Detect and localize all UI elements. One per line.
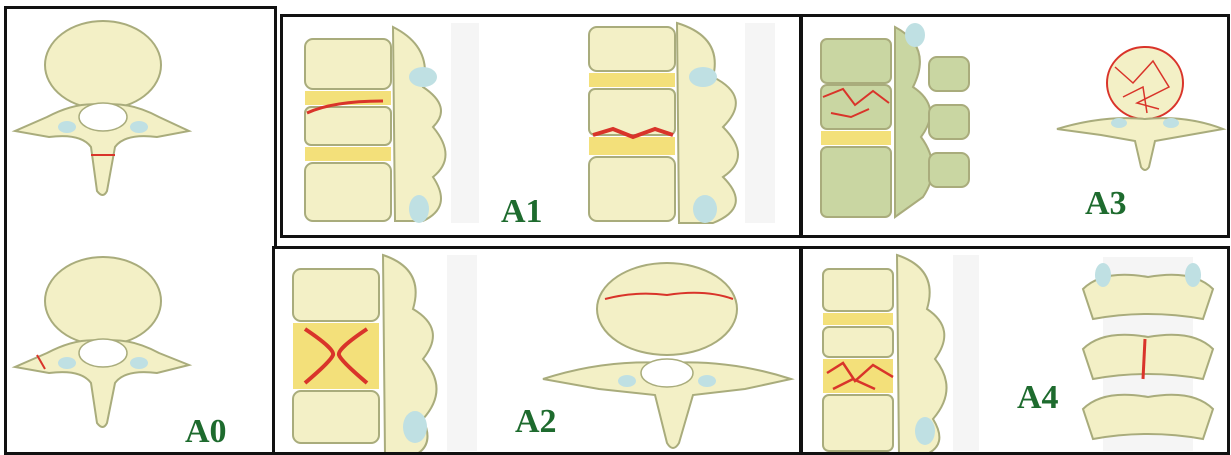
label-a1: A1 xyxy=(501,193,543,231)
panel-a3: A3 xyxy=(800,14,1230,238)
panel-a0: A0 xyxy=(4,6,277,455)
label-a0: A0 xyxy=(185,413,227,451)
a2-lateral-spine xyxy=(293,255,477,455)
panel-a1: A1 xyxy=(280,14,802,238)
label-a4: A4 xyxy=(1017,379,1059,417)
a0-illustration xyxy=(7,9,277,455)
a4-posterior-spine xyxy=(1083,257,1213,451)
a3-axial-vertebra xyxy=(1057,47,1223,170)
a1-lateral-spine-right xyxy=(589,23,775,223)
a3-lateral-spine xyxy=(821,23,969,217)
a2-axial-vertebra xyxy=(543,263,791,448)
label-a2: A2 xyxy=(515,403,557,441)
panel-a2: A2 xyxy=(272,246,802,455)
a0-axial-vertebra-bottom xyxy=(15,257,189,427)
a1-lateral-spine-left xyxy=(305,23,479,223)
panel-a4: A4 xyxy=(800,246,1230,455)
label-a3: A3 xyxy=(1085,185,1127,223)
a0-axial-vertebra-top xyxy=(15,21,189,195)
a4-illustration xyxy=(803,249,1230,455)
a3-illustration xyxy=(803,17,1230,238)
a4-lateral-spine xyxy=(823,255,979,455)
